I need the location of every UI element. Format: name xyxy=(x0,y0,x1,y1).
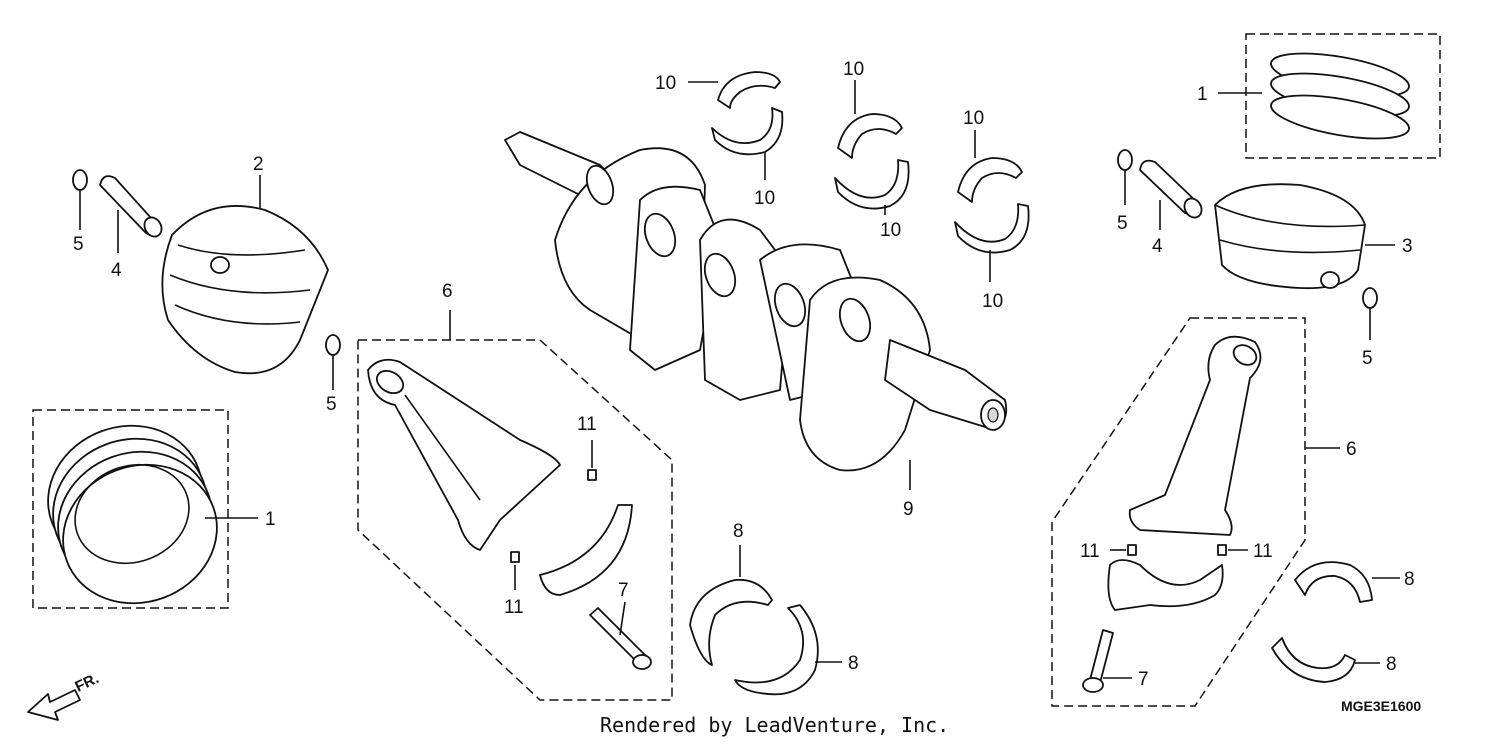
callout-8-right-bottom: 8 xyxy=(1386,654,1397,675)
piston-pin-clip-right-top[interactable] xyxy=(1117,149,1133,205)
callout-8-right-top: 8 xyxy=(1404,569,1415,590)
callout-1-right: 1 xyxy=(1197,84,1208,105)
callout-6-left: 6 xyxy=(442,281,453,302)
piston-right[interactable] xyxy=(1214,183,1395,290)
rod-bearing-right-bottom[interactable] xyxy=(1271,637,1380,683)
rod-cap-left[interactable] xyxy=(539,504,633,596)
callout-2: 2 xyxy=(253,154,264,175)
main-bearing-1-bottom[interactable] xyxy=(711,107,784,180)
callout-5-left-top: 5 xyxy=(73,234,84,255)
callout-7-right: 7 xyxy=(1138,669,1149,690)
callout-10-b3-bottom: 10 xyxy=(982,291,1003,312)
front-arrow-icon xyxy=(27,689,81,721)
rod-bolt-right[interactable] xyxy=(1082,629,1132,693)
callout-5-right-top: 5 xyxy=(1117,213,1128,234)
rod-bolt-left[interactable] xyxy=(589,601,652,670)
front-label: FR. xyxy=(73,670,102,696)
callout-6-right: 6 xyxy=(1346,439,1357,460)
rod-cap-right[interactable] xyxy=(1107,559,1224,611)
callout-11-right-left: 11 xyxy=(1080,541,1100,562)
callout-8-left-bottom: 8 xyxy=(848,653,859,674)
piston-left[interactable] xyxy=(161,175,329,375)
callout-11-left-top: 11 xyxy=(577,414,597,435)
piston-pin-clip-left-top[interactable] xyxy=(72,169,88,230)
piston-pin-clip-left-bottom[interactable] xyxy=(325,334,341,390)
dowel-pin-right-right[interactable] xyxy=(1217,544,1248,556)
callout-10-b1-bottom: 10 xyxy=(754,188,775,209)
callout-10-b2-bottom: 10 xyxy=(880,220,901,241)
callout-1-left: 1 xyxy=(265,509,276,530)
callout-4-left: 4 xyxy=(111,260,122,281)
dowel-pin-right-left[interactable] xyxy=(1110,544,1137,556)
main-bearing-2-top[interactable] xyxy=(837,80,903,159)
connecting-rod-right[interactable] xyxy=(1051,317,1340,707)
credit-text: Rendered by LeadVenture, Inc. xyxy=(600,713,949,737)
callout-11-left-bottom: 11 xyxy=(504,597,524,618)
callout-7-left: 7 xyxy=(618,580,629,601)
main-bearing-3-top[interactable] xyxy=(957,130,1023,203)
piston-pin-right[interactable] xyxy=(1139,159,1205,230)
callout-10-b3-top: 10 xyxy=(963,108,984,129)
callout-11-right-right: 11 xyxy=(1253,541,1273,562)
dowel-pin-left-bottom[interactable] xyxy=(510,551,520,590)
rod-bearing-left-bottom[interactable] xyxy=(734,604,842,696)
piston-rings-right[interactable] xyxy=(1218,33,1441,159)
callout-10-b2-top: 10 xyxy=(843,59,864,80)
rod-bearing-right-top[interactable] xyxy=(1294,561,1400,603)
piston-rings-left[interactable] xyxy=(28,404,258,624)
callout-10-b1-top: 10 xyxy=(655,73,676,94)
callout-5-right-bottom: 5 xyxy=(1362,348,1373,369)
callout-9: 9 xyxy=(903,499,914,520)
callout-3: 3 xyxy=(1402,236,1413,257)
callout-8-left-top: 8 xyxy=(733,521,744,542)
callout-5-left-bottom: 5 xyxy=(326,394,337,415)
piston-pin-left[interactable] xyxy=(99,175,165,253)
piston-pin-clip-right-bottom[interactable] xyxy=(1362,287,1378,340)
diagram-code: MGE3E1600 xyxy=(1341,698,1421,714)
main-bearing-3-bottom[interactable] xyxy=(954,203,1030,282)
callout-4-right: 4 xyxy=(1152,236,1163,257)
crankshaft[interactable] xyxy=(504,131,1008,490)
main-bearing-1-top[interactable] xyxy=(688,71,781,109)
connecting-rod-left[interactable] xyxy=(357,310,673,701)
main-bearing-2-bottom[interactable] xyxy=(834,159,910,215)
rod-bearing-left-top[interactable] xyxy=(689,545,773,666)
dowel-pin-left-top[interactable] xyxy=(587,440,597,481)
